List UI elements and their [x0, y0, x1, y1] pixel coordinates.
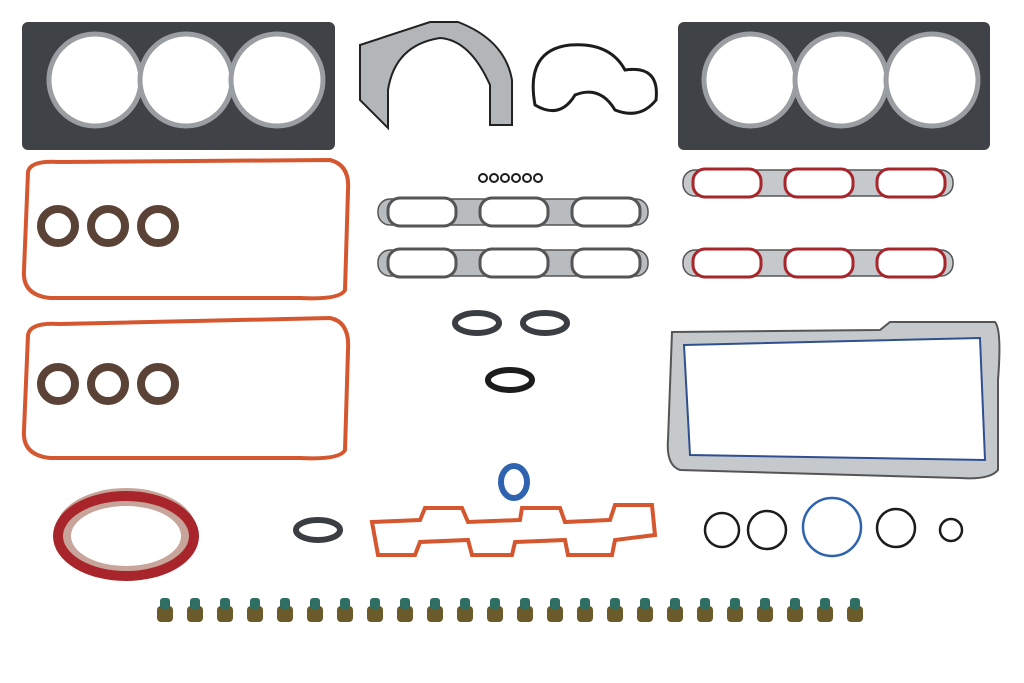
- exhaust-port: [783, 167, 855, 199]
- valve-stem-seal-top: [220, 598, 230, 609]
- valve-stem-seal-top: [190, 598, 200, 609]
- exhaust-port: [691, 247, 763, 279]
- small-o-ring: [522, 173, 532, 183]
- valve-stem-seal-top: [550, 598, 560, 609]
- shaft-seal: [293, 517, 343, 543]
- o-ring: [938, 517, 964, 543]
- valve-stem-seal-top: [850, 598, 860, 609]
- oil-pan-gasket-inner: [682, 336, 987, 462]
- exhaust-port: [478, 196, 550, 228]
- valve-stem-seal-top: [160, 598, 170, 609]
- valve-stem-seal-top: [310, 598, 320, 609]
- small-o-ring: [478, 173, 488, 183]
- o-ring: [703, 511, 741, 549]
- valve-stem-seal-top: [730, 598, 740, 609]
- valve-stem-seal-base: [577, 606, 593, 622]
- valve-stem-seal-base: [367, 606, 383, 622]
- cam-seal: [87, 205, 129, 247]
- water-pump-gasket: [531, 43, 658, 115]
- valve-stem-seal-base: [637, 606, 653, 622]
- small-o-ring: [533, 173, 543, 183]
- seals-group: [37, 173, 570, 543]
- cam-seal: [137, 205, 179, 247]
- valve-stem-seals: [157, 598, 863, 622]
- valve-stem-seal-top: [700, 598, 710, 609]
- valve-stem-seal-base: [667, 606, 683, 622]
- valve-stem-seal-base: [217, 606, 233, 622]
- exhaust-port: [478, 247, 550, 279]
- o-ring: [801, 496, 863, 558]
- valve-stem-seal-base: [817, 606, 833, 622]
- valve-stem-seal-top: [400, 598, 410, 609]
- valve-stem-seal-top: [520, 598, 530, 609]
- valve-stem-seal-top: [580, 598, 590, 609]
- valve-stem-seal-base: [517, 606, 533, 622]
- shaft-seal: [485, 367, 535, 393]
- exhaust-port: [783, 247, 855, 279]
- valve-stem-seal-top: [370, 598, 380, 609]
- valve-cover-gasket-upper: [21, 157, 351, 301]
- blue-seal: [498, 463, 530, 501]
- exhaust-port: [386, 247, 458, 279]
- exhaust-port: [570, 247, 642, 279]
- small-o-ring: [500, 173, 510, 183]
- valve-stem-seal-top: [760, 598, 770, 609]
- cam-seal: [87, 363, 129, 405]
- valve-stem-seal-base: [307, 606, 323, 622]
- valve-stem-seal-base: [547, 606, 563, 622]
- o-ring: [875, 507, 917, 549]
- valve-stem-seal-base: [607, 606, 623, 622]
- valve-stem-seal-top: [340, 598, 350, 609]
- exhaust-port: [691, 167, 763, 199]
- valve-stem-seal-base: [247, 606, 263, 622]
- cam-seal: [137, 363, 179, 405]
- valve-stem-seal-base: [337, 606, 353, 622]
- valve-stem-seal-top: [820, 598, 830, 609]
- valve-stem-seal-top: [430, 598, 440, 609]
- valve-stem-seal-base: [847, 606, 863, 622]
- intake-manifold-gasket: [369, 503, 658, 557]
- valve-stem-seal-top: [280, 598, 290, 609]
- rear-cover-gasket: [359, 21, 513, 131]
- valve-stem-seal-top: [250, 598, 260, 609]
- small-o-ring: [511, 173, 521, 183]
- valve-stem-seal-base: [787, 606, 803, 622]
- exhaust-port: [875, 167, 947, 199]
- cylinder-head-gasket-right: [678, 22, 990, 150]
- exhaust-port: [570, 196, 642, 228]
- valve-stem-seal-top: [460, 598, 470, 609]
- valve-stem-seal-base: [427, 606, 443, 622]
- valve-stem-seal-base: [187, 606, 203, 622]
- o-ring: [746, 509, 788, 551]
- shaft-seal: [520, 310, 570, 336]
- cylinder-head-gasket-left: [22, 22, 335, 150]
- valve-stem-seal-top: [610, 598, 620, 609]
- cam-seal: [37, 205, 79, 247]
- valve-stem-seal-base: [727, 606, 743, 622]
- shaft-seal: [452, 310, 502, 336]
- valve-stem-seal-top: [640, 598, 650, 609]
- exhaust-port: [875, 247, 947, 279]
- valve-stem-seal-top: [790, 598, 800, 609]
- valve-stem-seal-base: [757, 606, 773, 622]
- valve-stem-seal-base: [457, 606, 473, 622]
- valve-stem-seal-base: [157, 606, 173, 622]
- valve-stem-seal-base: [397, 606, 413, 622]
- valve-stem-seal-top: [490, 598, 500, 609]
- valve-stem-seal-top: [670, 598, 680, 609]
- valve-cover-gasket-lower: [21, 315, 351, 461]
- exhaust-manifold-gaskets: [377, 167, 954, 279]
- valve-stem-seal-base: [277, 606, 293, 622]
- exhaust-port: [386, 196, 458, 228]
- rear-main-seal: [53, 488, 199, 581]
- cam-seal: [37, 363, 79, 405]
- valve-stem-seal-base: [697, 606, 713, 622]
- o-rings: [703, 496, 964, 558]
- small-o-ring: [489, 173, 499, 183]
- valve-stem-seal-base: [487, 606, 503, 622]
